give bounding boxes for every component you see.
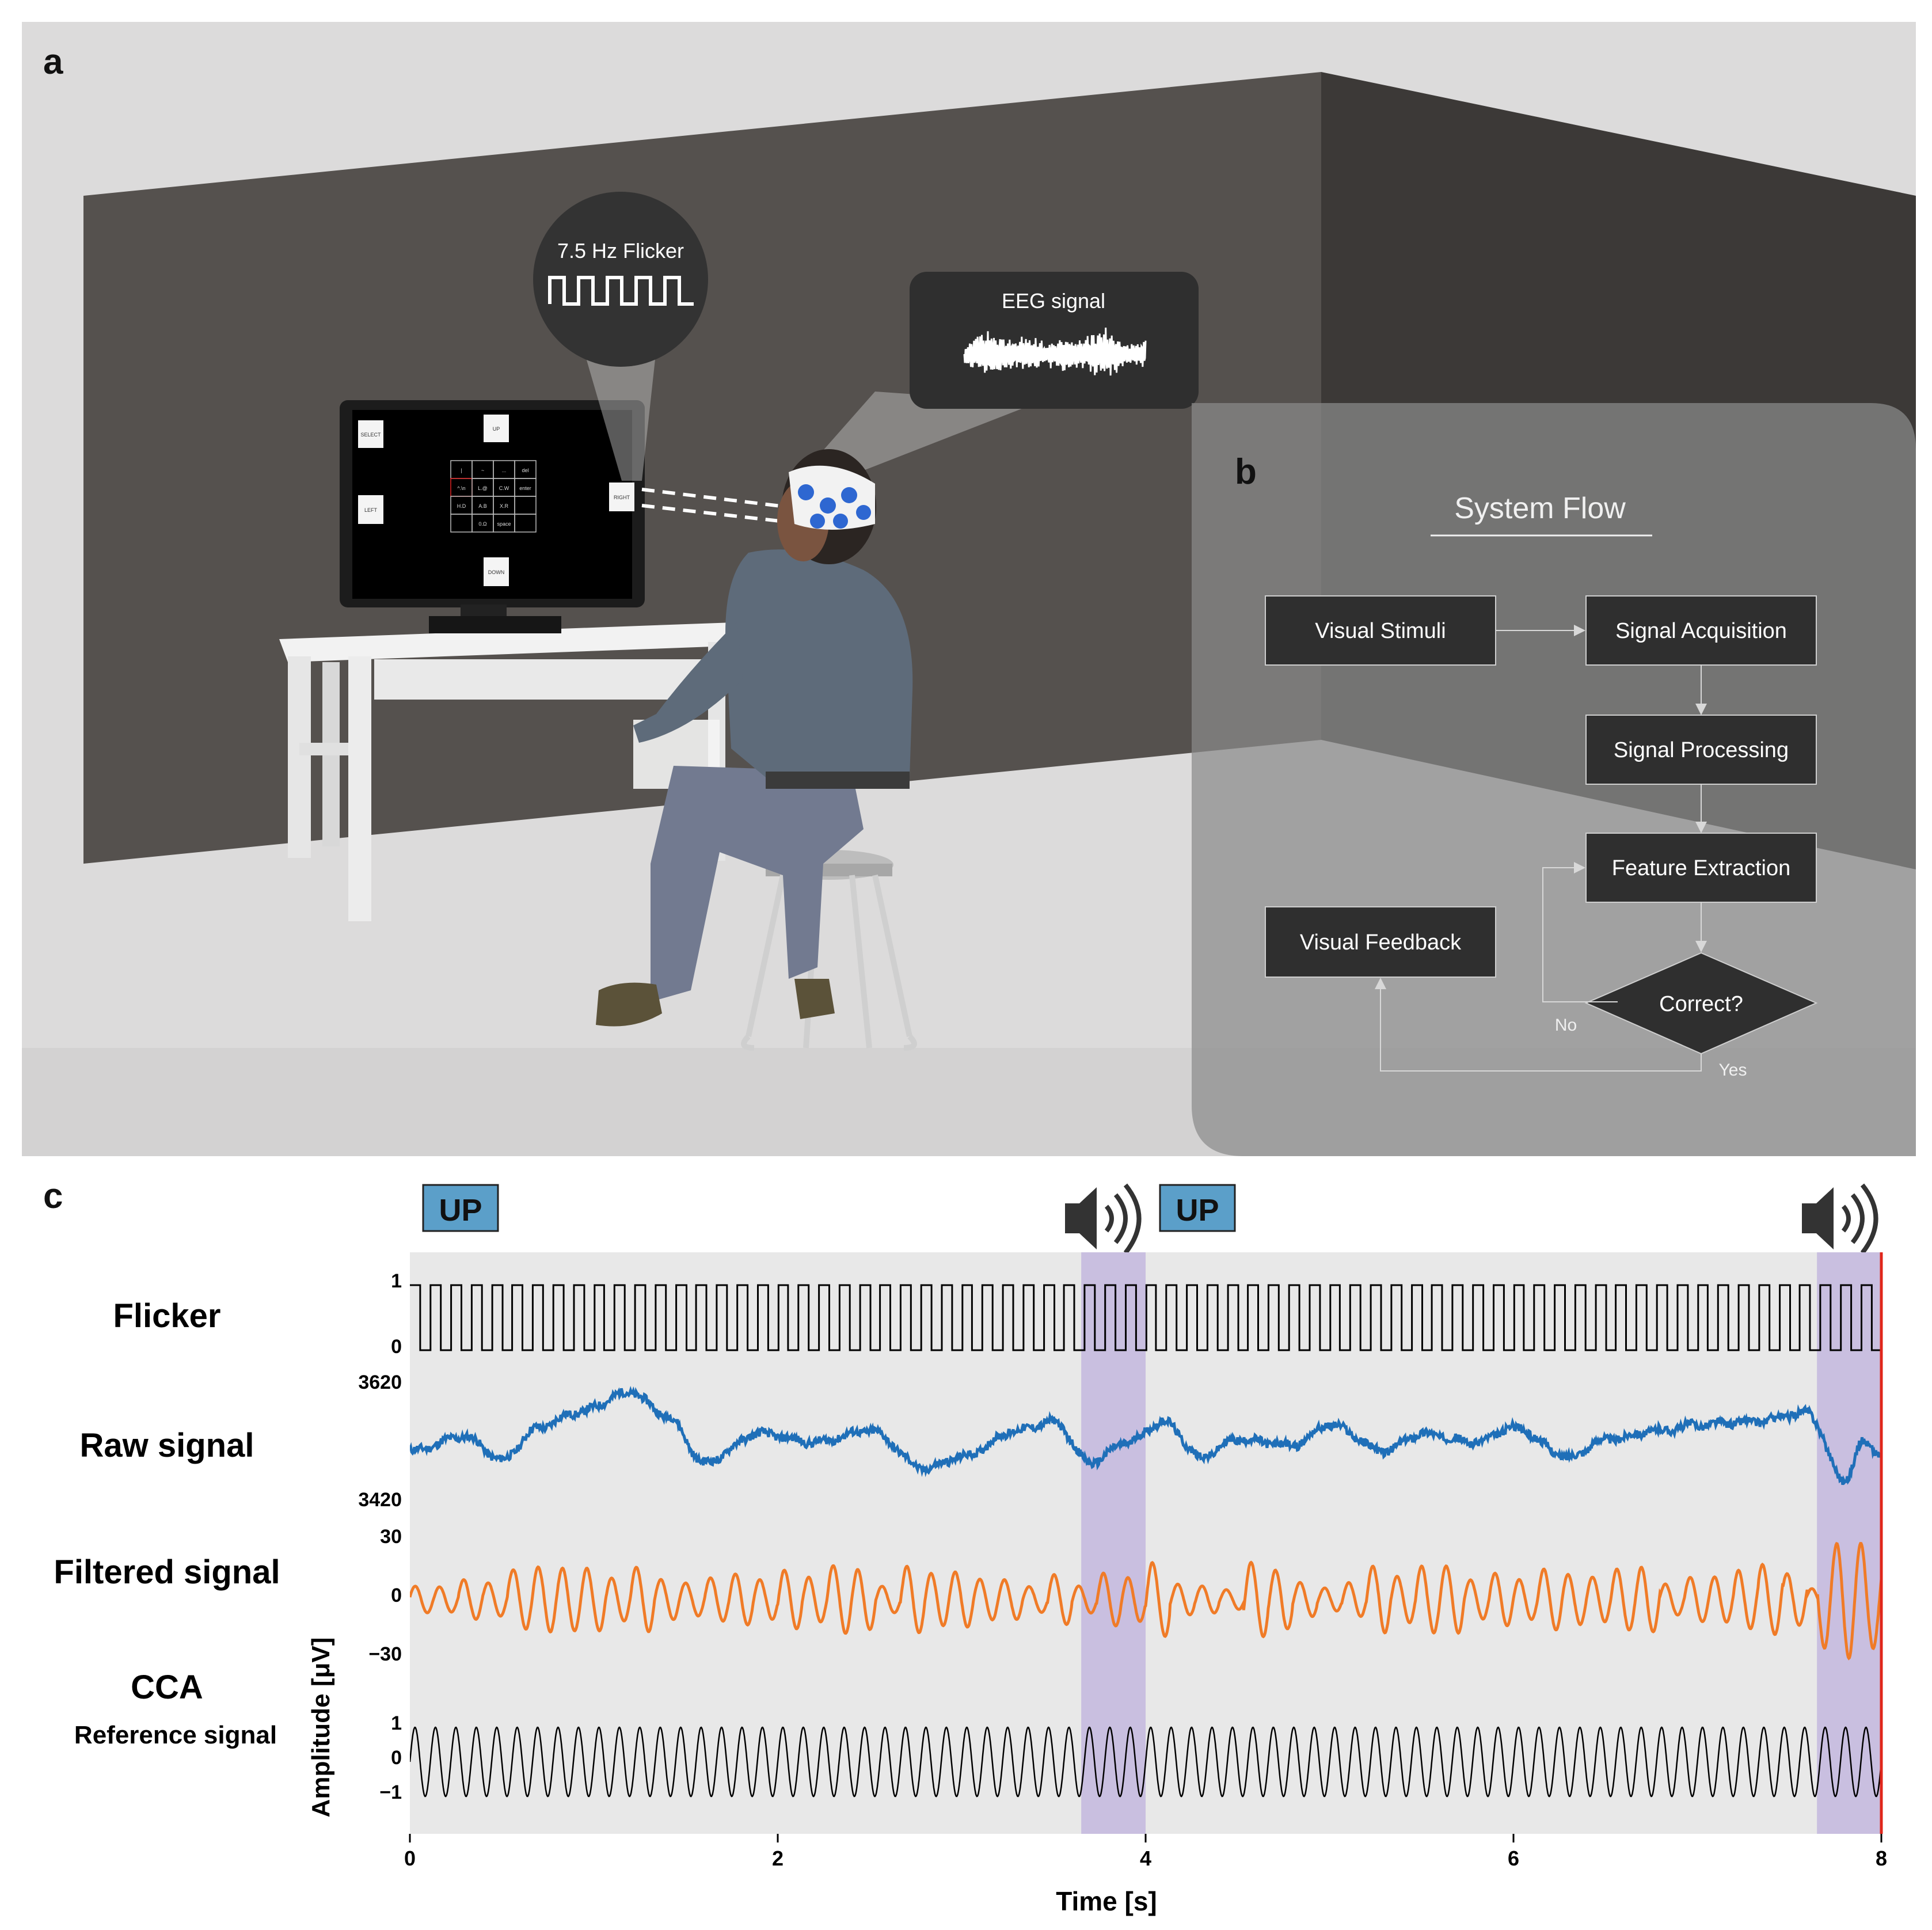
panel-a-label: a [43,42,63,82]
row-label-raw: Raw signal [80,1427,254,1464]
edge-yes-feedback [1375,978,1702,1072]
gaze-line-upper [641,488,786,508]
screen-left-label: LEFT [364,507,378,513]
tick-ref-neg1: −1 [379,1781,402,1803]
x-tick-label: 6 [1508,1847,1519,1870]
screen-key-label: ~ [481,468,484,473]
flicker-bubble-text: 7.5 Hz Flicker [557,239,684,263]
flow-edges [1375,625,1707,1072]
speaker-icon-2 [1802,1183,1878,1255]
tick-filt-30: 30 [380,1526,402,1548]
screen-down-button[interactable] [484,557,509,586]
node-visual-stimuli-label: Visual Stimuli [1315,619,1446,643]
tick-flicker-0: 0 [391,1336,402,1358]
node-signal-acquisition-label: Signal Acquisition [1615,619,1787,643]
screen-key-label: enter [519,485,531,491]
panel-c: c UP UP F [43,1176,1887,1916]
screen-left-button[interactable] [358,495,383,524]
filtered-signal-trace [410,1541,1882,1661]
screen-key-label: A.B [478,503,487,509]
row-label-cca: CCA [131,1669,203,1706]
desk [279,622,760,921]
up-badge-2 [1159,1184,1236,1232]
x-ticks: 0 2 4 6 8 [404,1834,1887,1870]
row-label-filtered: Filtered signal [54,1553,280,1591]
y-axis-label: Amplitude [μV] [307,1638,335,1818]
panel-c-label: c [43,1176,63,1216]
screen-select-button[interactable] [358,420,383,448]
node-visual-feedback [1265,906,1496,978]
reference-signal-trace [410,1726,1882,1798]
tick-filt-0: 0 [391,1585,402,1606]
screen-right-label: RIGHT [614,495,630,500]
tick-raw-3620: 3620 [358,1371,402,1393]
monitor: SELECT UP LEFT RIGHT DOWN | ~... del ^.\n L.… [340,400,645,633]
x-tick-label: 4 [1140,1847,1151,1870]
up-badge-1-label: UP [439,1193,482,1228]
y-tick-labels: 1 0 3620 3420 30 0 −30 1 0 −1 [358,1270,402,1803]
eeg-waveform-icon [963,327,1147,376]
eeg-bubble-text: EEG signal [1002,289,1105,313]
screen-key-label: ^.\n [457,485,465,491]
speaker-icon-1 [1065,1183,1142,1255]
node-correct-label: Correct? [1659,992,1743,1016]
edge-no-label: No [1555,1016,1577,1035]
screen-key-label: C.W [499,485,509,491]
node-visual-stimuli [1265,595,1496,666]
screen-key-label: 0.Ω [478,521,487,527]
person [596,449,917,1051]
screen-down-label: DOWN [488,569,505,575]
node-feature-extraction-label: Feature Extraction [1612,856,1790,880]
panel-b-label: b [1235,452,1257,492]
x-tick-label: 0 [404,1847,416,1870]
row-label-cca-sub: Reference signal [74,1721,277,1749]
screen-key-label: | [461,468,462,473]
screen-up-button[interactable] [484,415,509,442]
screen-up-label: UP [493,426,500,432]
tick-flicker-1: 1 [391,1270,402,1292]
x-tick-label: 8 [1876,1847,1887,1870]
screen-key-label: L.@ [478,485,488,491]
flicker-square-wave-icon [548,276,694,306]
edge-no-loop [1542,862,1618,1002]
up-badge-1 [422,1184,499,1232]
row-label-flicker: Flicker [113,1297,221,1335]
screen-key-label: space [497,521,511,527]
tick-ref-1: 1 [391,1712,402,1734]
x-tick-label: 2 [772,1847,784,1870]
flicker-bubble: 7.5 Hz Flicker [533,192,708,481]
node-signal-acquisition [1585,595,1817,666]
tick-ref-0: 0 [391,1747,402,1769]
screen-key-label: del [522,468,528,473]
screen-key-cell [514,514,537,533]
tick-raw-3420: 3420 [358,1489,402,1511]
node-feature-extraction [1585,833,1817,903]
edge-yes-label: Yes [1719,1061,1747,1080]
raw-signal-trace [410,1385,1882,1486]
x-axis-label: Time [s] [1056,1886,1157,1916]
tick-filt-neg30: −30 [368,1643,402,1665]
node-signal-processing-label: Signal Processing [1614,738,1789,762]
system-flow-title: System Flow [1454,492,1626,525]
up-badge-2-label: UP [1176,1193,1219,1228]
screen-right-button[interactable] [609,483,634,511]
screen-select-label: SELECT [360,432,381,438]
panel-b: b System Flow Visual Stimuli Signal Acqu… [1192,403,1916,1156]
node-visual-feedback-label: Visual Feedback [1300,930,1462,955]
gaze-line-lower [641,504,781,523]
flicker-trace [410,1284,1881,1351]
screen-key-label: X.R [500,503,509,509]
screen-key-label: ... [502,468,507,473]
screen-key-label: H.D [457,503,466,509]
